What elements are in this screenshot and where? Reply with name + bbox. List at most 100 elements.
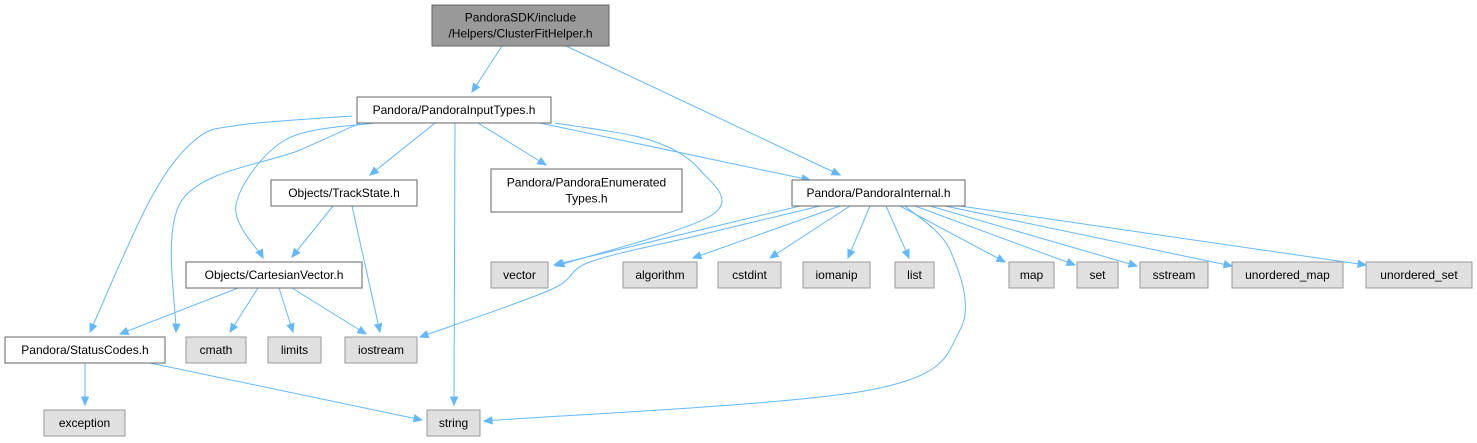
node-box	[802, 261, 871, 289]
node-label: iomanip	[815, 268, 857, 282]
node-box	[1365, 261, 1473, 289]
arrowhead	[449, 396, 459, 407]
node-label: cstdint	[732, 268, 767, 282]
edge-track-state-to-iostream	[351, 205, 383, 334]
node-box	[490, 261, 549, 289]
arrowhead	[901, 248, 910, 260]
node-set: set	[1076, 261, 1119, 289]
node-label: Types.h	[565, 192, 607, 206]
node-label: Pandora/StatusCodes.h	[21, 343, 148, 357]
arrowhead	[418, 330, 430, 339]
arrowhead	[1356, 259, 1368, 268]
arrowhead	[471, 82, 481, 94]
node-label: algorithm	[635, 268, 684, 282]
arrowhead	[412, 414, 424, 423]
edge-cartesian-vector-to-iostream	[291, 287, 368, 335]
edge-pandora-internal-to-unordered-map	[944, 205, 1234, 269]
edge-pandora-internal-to-set	[914, 205, 1077, 267]
node-label: set	[1089, 268, 1106, 282]
edge-input-types-to-enumerated-types	[477, 122, 548, 166]
node-box	[717, 261, 782, 289]
arrowhead	[255, 248, 264, 260]
edge-input-types-to-cmath	[170, 122, 361, 334]
edge-line	[959, 205, 1367, 266]
node-box	[1231, 261, 1344, 289]
edge-line	[170, 122, 361, 333]
edge-input-types-to-status-codes	[89, 115, 353, 334]
node-box	[356, 96, 552, 124]
arrowhead	[369, 166, 380, 176]
edge-line	[291, 287, 367, 335]
arrowhead	[552, 258, 564, 268]
edge-line	[769, 205, 851, 259]
node-track-state[interactable]: Objects/TrackState.h	[270, 179, 418, 207]
edge-line	[929, 205, 1138, 267]
node-cmath: cmath	[185, 336, 247, 364]
node-label: limits	[281, 343, 308, 357]
edge-root-to-input-types	[471, 45, 503, 94]
node-limits: limits	[267, 336, 322, 364]
edge-line	[419, 205, 821, 338]
edge-line	[291, 205, 334, 258]
node-label: map	[1020, 268, 1044, 282]
arrowhead	[172, 323, 181, 334]
node-label: list	[907, 268, 922, 282]
edge-line	[369, 122, 436, 176]
node-box	[490, 168, 683, 213]
node-label: unordered_set	[1380, 268, 1458, 282]
node-label: PandoraSDK/include	[465, 11, 577, 25]
arrowhead	[830, 167, 842, 176]
node-iostream: iostream	[344, 336, 418, 364]
arrowhead	[768, 249, 780, 259]
node-label: Objects/TrackState.h	[288, 186, 400, 200]
node-box	[185, 261, 363, 289]
node-unordered-map: unordered_map	[1231, 261, 1344, 289]
edge-cartesian-vector-to-cmath	[229, 287, 259, 334]
node-label: vector	[503, 268, 536, 282]
node-label: exception	[59, 416, 110, 430]
node-sstream: sstream	[1139, 261, 1209, 289]
node-root[interactable]: PandoraSDK/include/Helpers/ClusterFitHel…	[431, 4, 610, 47]
edge-line	[847, 205, 871, 259]
edge-line	[119, 287, 239, 335]
node-unordered-set: unordered_set	[1365, 261, 1473, 289]
node-cartesian-vector[interactable]: Objects/CartesianVector.h	[185, 261, 363, 289]
edge-line	[553, 205, 801, 266]
node-input-types[interactable]: Pandora/PandoraInputTypes.h	[356, 96, 552, 124]
arrowhead	[847, 248, 856, 260]
node-box	[267, 336, 322, 364]
arrowhead	[373, 322, 383, 334]
edge-line	[453, 122, 456, 406]
edge-pandora-internal-to-cstdint	[768, 205, 851, 259]
node-label: Pandora/PandoraInputTypes.h	[373, 103, 536, 117]
edge-pandora-internal-to-string	[482, 205, 966, 425]
node-status-codes[interactable]: Pandora/StatusCodes.h	[4, 336, 166, 364]
edge-line	[351, 205, 381, 333]
edge-line	[565, 45, 841, 176]
node-box	[431, 4, 610, 47]
node-box	[894, 261, 935, 289]
node-label: Pandora/PandoraInternal.h	[806, 186, 950, 200]
edge-cartesian-vector-to-status-codes	[118, 287, 239, 335]
node-label: unordered_map	[1245, 268, 1330, 282]
node-box	[1008, 261, 1055, 289]
node-exception: exception	[43, 409, 126, 437]
edge-pandora-internal-to-vector	[552, 205, 801, 268]
arrowhead	[1065, 258, 1077, 267]
node-box	[43, 409, 126, 437]
node-box	[426, 409, 481, 437]
edge-line	[554, 122, 723, 267]
node-label: sstream	[1153, 268, 1196, 282]
node-list: list	[894, 261, 935, 289]
node-label: Objects/CartesianVector.h	[205, 268, 344, 282]
arrowhead	[229, 322, 239, 334]
node-label: /Helpers/ClusterFitHelper.h	[448, 27, 592, 41]
arrowhead	[1222, 260, 1234, 269]
node-box	[185, 336, 247, 364]
node-cstdint: cstdint	[717, 261, 782, 289]
arrowhead	[118, 326, 130, 335]
node-pandora-internal[interactable]: Pandora/PandoraInternal.h	[791, 179, 966, 207]
edge-pandora-internal-to-iomanip	[847, 205, 871, 260]
node-box	[622, 261, 698, 289]
